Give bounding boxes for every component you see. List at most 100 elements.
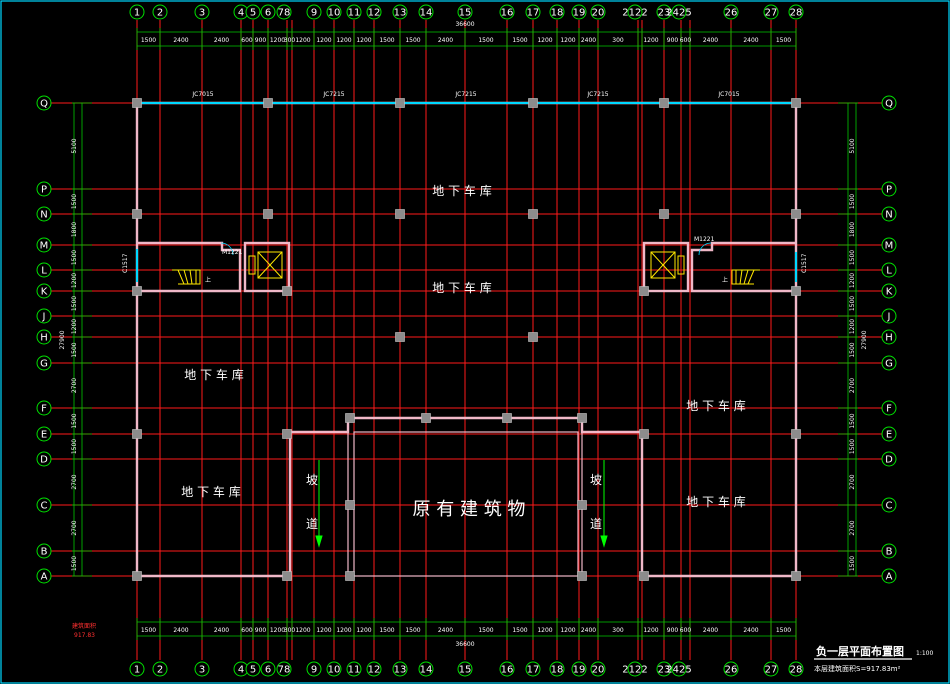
axis-bubble-bottom-3: 3 bbox=[194, 661, 210, 677]
axis-bubbles: 1122334455667878991010111112121313141415… bbox=[36, 4, 897, 677]
ramp-label: 坡 bbox=[590, 473, 602, 487]
svg-text:27: 27 bbox=[765, 8, 778, 19]
axis-bubble-right-K: K bbox=[881, 283, 897, 299]
column bbox=[639, 286, 649, 296]
dimension-label: 1500 bbox=[849, 250, 856, 265]
stair-up-label: 上 bbox=[205, 276, 211, 284]
column bbox=[345, 571, 355, 581]
left-door-label: M1221 bbox=[222, 249, 243, 256]
axis-bubble-left-C: C bbox=[36, 497, 52, 513]
svg-text:A: A bbox=[41, 572, 48, 583]
svg-text:M: M bbox=[40, 241, 49, 252]
axis-bubble-bottom-18: 18 bbox=[549, 661, 565, 677]
svg-text:D: D bbox=[885, 455, 893, 466]
axis-bubble-left-B: B bbox=[36, 543, 52, 559]
room-label-garage: 地 下 车 库 bbox=[686, 494, 745, 509]
column bbox=[395, 209, 405, 219]
dimension-label: 1200 bbox=[643, 37, 658, 44]
column bbox=[639, 571, 649, 581]
column bbox=[345, 413, 355, 423]
axis-bubble-right-P: P bbox=[881, 181, 897, 197]
dimension-label: 2700 bbox=[71, 474, 78, 489]
dimension-label: 300 bbox=[612, 627, 624, 634]
dimension-label: 2400 bbox=[214, 37, 229, 44]
axis-bubble-bottom-6: 6 bbox=[260, 661, 276, 677]
svg-text:2425: 2425 bbox=[666, 665, 691, 676]
column bbox=[791, 571, 801, 581]
axis-bubble-right-H: H bbox=[881, 329, 897, 345]
room-label-existing-building: 原 有 建 筑 物 bbox=[413, 499, 526, 520]
dimension-label: 1200 bbox=[270, 627, 285, 634]
column bbox=[791, 429, 801, 439]
dimension-label: 1200 bbox=[71, 319, 78, 334]
column bbox=[791, 286, 801, 296]
svg-text:F: F bbox=[886, 404, 892, 415]
dimension-label: 1200 bbox=[316, 37, 331, 44]
ramp-label: 道 bbox=[306, 517, 318, 531]
dimension-label: 1200 bbox=[356, 37, 371, 44]
axis-bubble-left-N: N bbox=[36, 206, 52, 222]
axis-bubble-left-E: E bbox=[36, 426, 52, 442]
axis-bubble-bottom-24: 2425 bbox=[666, 661, 692, 677]
axis-bubble-right-E: E bbox=[881, 426, 897, 442]
column bbox=[577, 571, 587, 581]
svg-text:15: 15 bbox=[459, 8, 472, 19]
svg-text:26: 26 bbox=[725, 8, 738, 19]
dimension-label: 2700 bbox=[849, 474, 856, 489]
dimension-label: 1500 bbox=[478, 37, 493, 44]
axis-bubble-bottom-11: 11 bbox=[346, 661, 362, 677]
axis-bubble-top-26: 26 bbox=[723, 4, 739, 20]
svg-text:Q: Q bbox=[40, 99, 48, 110]
dimension-label: 1200 bbox=[336, 37, 351, 44]
right-stair: 上 bbox=[722, 269, 760, 285]
right-door-swing bbox=[698, 242, 712, 256]
svg-text:G: G bbox=[885, 359, 893, 370]
svg-text:6: 6 bbox=[265, 8, 271, 19]
column bbox=[132, 98, 142, 108]
dimension-label: 1500 bbox=[71, 250, 78, 265]
window-label: JC7215 bbox=[454, 91, 476, 98]
axis-bubble-left-L: L bbox=[36, 262, 52, 278]
dimension-label: 1500 bbox=[405, 37, 420, 44]
room-label-garage: 地 下 车 库 bbox=[184, 367, 243, 382]
svg-text:P: P bbox=[41, 185, 47, 196]
svg-text:17: 17 bbox=[527, 665, 540, 676]
axis-bubble-bottom-14: 14 bbox=[418, 661, 434, 677]
axis-bubble-top-23: 23 bbox=[656, 4, 672, 20]
svg-text:28: 28 bbox=[790, 8, 803, 19]
window-label: JC7215 bbox=[586, 91, 608, 98]
dimension-label: 300 bbox=[284, 37, 296, 44]
room-label-garage: 地 下 车 库 bbox=[181, 484, 240, 499]
dimension-label: 1200 bbox=[643, 627, 658, 634]
column bbox=[659, 209, 669, 219]
svg-text:9: 9 bbox=[311, 665, 317, 676]
dimension-label: 1500 bbox=[776, 627, 791, 634]
floor-area-note: 本层建筑面积S=917.83m² bbox=[814, 664, 901, 673]
column bbox=[132, 429, 142, 439]
column bbox=[502, 413, 512, 423]
dimension-label: 1200 bbox=[270, 37, 285, 44]
dimension-label: 5100 bbox=[849, 138, 856, 153]
svg-text:J: J bbox=[887, 312, 891, 323]
svg-text:5: 5 bbox=[250, 665, 256, 676]
svg-text:E: E bbox=[886, 430, 892, 441]
dimension-label: 1500 bbox=[512, 37, 527, 44]
axis-bubble-bottom-10: 10 bbox=[326, 661, 342, 677]
axis-bubble-bottom-12: 12 bbox=[366, 661, 382, 677]
svg-text:C: C bbox=[886, 501, 893, 512]
svg-text:13: 13 bbox=[394, 8, 407, 19]
column bbox=[263, 209, 273, 219]
dimension-label: 2700 bbox=[71, 520, 78, 535]
right-elevator bbox=[650, 251, 685, 279]
dimension-label: 2700 bbox=[849, 520, 856, 535]
dimension-label: 1500 bbox=[71, 342, 78, 357]
room-label-garage: 地 下 车 库 bbox=[432, 183, 491, 198]
svg-text:K: K bbox=[41, 287, 48, 298]
svg-text:23: 23 bbox=[658, 665, 671, 676]
svg-text:B: B bbox=[41, 547, 48, 558]
svg-text:28: 28 bbox=[790, 665, 803, 676]
axis-bubble-left-K: K bbox=[36, 283, 52, 299]
svg-text:E: E bbox=[41, 430, 47, 441]
axis-bubble-top-15: 15 bbox=[457, 4, 473, 20]
